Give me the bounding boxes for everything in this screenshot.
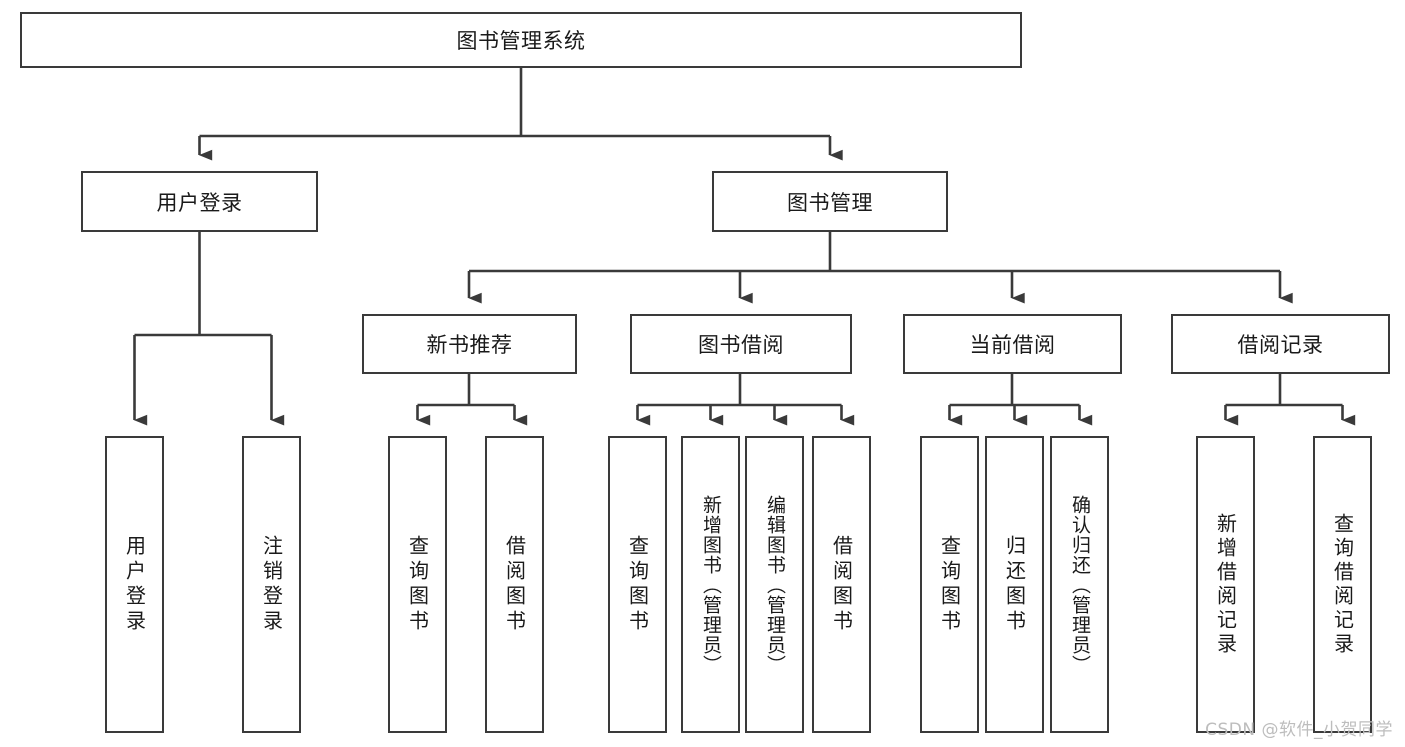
- watermark-text: CSDN @软件_小贺同学: [1205, 720, 1393, 740]
- node-label: 当前借阅: [969, 333, 1056, 357]
- node-label: 编辑图书（管理员）: [764, 494, 786, 675]
- node-label: 新增图书（管理员）: [700, 494, 722, 675]
- node-label: 图书管理: [787, 190, 873, 215]
- leaf-node[interactable]: 查询借阅记录: [1313, 436, 1372, 733]
- leaf-node[interactable]: 查询图书: [388, 436, 447, 733]
- node-label: 图书借阅: [698, 333, 784, 357]
- node-borrow-record[interactable]: 借阅记录: [1171, 314, 1390, 374]
- node-label: 新书推荐: [426, 333, 513, 357]
- node-root-system[interactable]: 图书管理系统: [20, 12, 1022, 68]
- node-label: 查询图书: [937, 534, 962, 635]
- node-user-login[interactable]: 用户登录: [81, 171, 318, 232]
- node-label: 查询图书: [405, 534, 430, 635]
- leaf-node[interactable]: 查询图书: [608, 436, 667, 733]
- leaf-node[interactable]: 编辑图书（管理员）: [745, 436, 804, 733]
- node-label: 确认归还（管理员）: [1069, 494, 1091, 675]
- leaf-node[interactable]: 新增借阅记录: [1196, 436, 1255, 733]
- leaf-node[interactable]: 注销登录: [242, 436, 301, 733]
- node-label: 图书管理系统: [456, 29, 586, 53]
- node-label: 注销登录: [259, 534, 284, 635]
- node-new-book-recommend[interactable]: 新书推荐: [362, 314, 577, 374]
- leaf-node[interactable]: 确认归还（管理员）: [1050, 436, 1109, 733]
- node-book-borrow[interactable]: 图书借阅: [630, 314, 852, 374]
- leaf-node[interactable]: 借阅图书: [812, 436, 871, 733]
- node-label: 新增借阅记录: [1213, 512, 1238, 657]
- leaf-node[interactable]: 新增图书（管理员）: [681, 436, 740, 733]
- node-label: 查询图书: [625, 534, 650, 635]
- leaf-node[interactable]: 借阅图书: [485, 436, 544, 733]
- node-book-management[interactable]: 图书管理: [712, 171, 948, 232]
- leaf-node[interactable]: 查询图书: [920, 436, 979, 733]
- node-label: 借阅记录: [1237, 333, 1324, 357]
- node-current-borrow[interactable]: 当前借阅: [903, 314, 1122, 374]
- node-label: 借阅图书: [502, 534, 527, 635]
- leaf-node[interactable]: 归还图书: [985, 436, 1044, 733]
- leaf-node[interactable]: 用户登录: [105, 436, 164, 733]
- node-label: 用户登录: [156, 190, 243, 215]
- node-label: 用户登录: [122, 534, 147, 635]
- node-label: 归还图书: [1002, 534, 1027, 635]
- node-label: 借阅图书: [829, 534, 854, 635]
- node-label: 查询借阅记录: [1330, 512, 1355, 657]
